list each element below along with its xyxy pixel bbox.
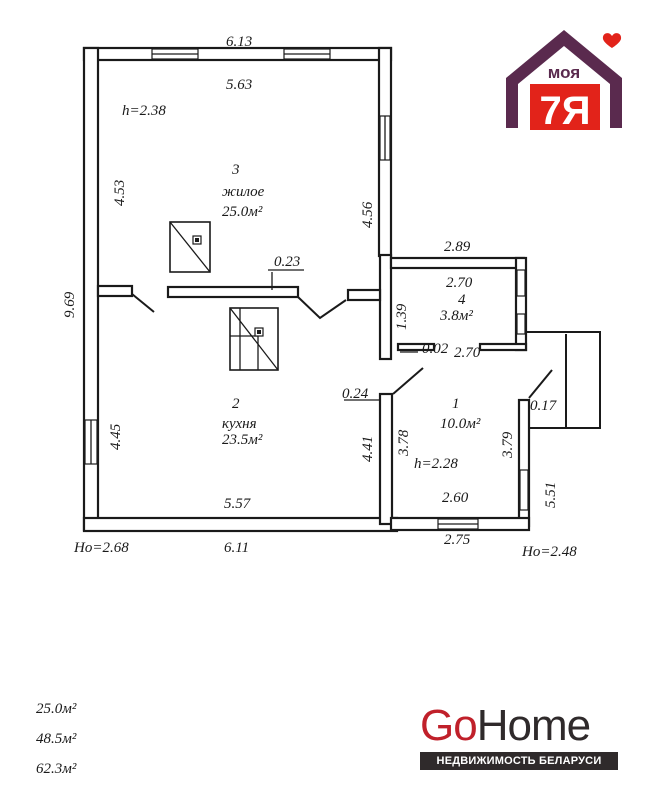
dim-room1-left: 3.78 <box>396 429 412 457</box>
dim-annex-right-outer: 5.51 <box>543 482 559 508</box>
total-main: 48.5м² <box>36 731 77 747</box>
dim-annex-bottom-outer: 2.75 <box>444 532 471 548</box>
room-area: 23.5м² <box>222 432 263 448</box>
dim-annex-top-inner: 2.70 <box>446 275 473 291</box>
room-number: 3 <box>231 162 240 178</box>
dim-annex-top-outer: 2.89 <box>444 239 471 255</box>
gohome-tagline: НЕДВИЖИМОСТЬ БЕЛАРУСИ <box>420 752 618 770</box>
door-swings <box>131 293 553 399</box>
dim-door-gap: 0.17 <box>530 398 558 414</box>
room-area: 25.0м² <box>222 204 263 220</box>
dim-room1-bottom: 2.60 <box>442 490 469 506</box>
stove-icon <box>169 221 211 273</box>
room-name: жилое <box>222 184 265 200</box>
room-labels: 3 жилое 25.0м² 2 кухня 23.5м² 4 3.8м² 1 … <box>222 162 481 448</box>
dim-top-inner: 5.63 <box>226 77 252 93</box>
gohome-wordmark: GoHome <box>420 704 618 748</box>
room-area: 3.8м² <box>439 308 473 324</box>
dim-room1-right: 3.79 <box>500 431 516 459</box>
dim-room3-right: 4.56 <box>360 201 376 228</box>
ground-level-left: Ho=2.68 <box>73 540 129 556</box>
porch <box>526 331 601 429</box>
dim-left-room3: 4.53 <box>112 180 128 206</box>
dim-partition: 0.23 <box>274 254 300 270</box>
area-totals: 25.0м² 48.5м² 62.3м² <box>36 694 76 784</box>
stove-icon <box>229 307 279 371</box>
gohome-go: Go <box>420 701 478 750</box>
total-overall: 62.3м² <box>36 761 77 777</box>
dimension-labels: 6.13 5.63 h=2.38 4.53 9.69 4.56 0.23 2.8… <box>62 34 577 560</box>
leader-lines <box>268 269 418 401</box>
dim-left-total: 9.69 <box>62 291 78 318</box>
gohome-home: Home <box>476 701 591 750</box>
moya-logo: моя 7Я <box>500 24 628 136</box>
ground-level-right: Ho=2.48 <box>521 544 577 560</box>
gohome-logo: GoHome НЕДВИЖИМОСТЬ БЕЛАРУСИ <box>420 704 618 770</box>
dim-room2-bottom: 5.57 <box>224 496 252 512</box>
dim-room2-right: 4.41 <box>360 436 376 462</box>
walls <box>82 46 531 533</box>
dim-bottom-outer: 6.11 <box>224 540 249 556</box>
svg-text:моя: моя <box>548 63 580 82</box>
room-number: 4 <box>458 292 466 308</box>
room-name: кухня <box>222 416 257 432</box>
room-number: 1 <box>452 396 460 412</box>
dim-top-outer: 6.13 <box>226 34 252 50</box>
windows <box>84 48 529 530</box>
ceiling-height-annex: h=2.28 <box>414 456 458 472</box>
dim-wall-gap: 0.02 <box>422 341 449 357</box>
dim-room1-mid: 2.70 <box>454 345 481 361</box>
svg-text:7Я: 7Я <box>540 89 591 133</box>
dim-wall-thickness: 0.24 <box>342 386 369 402</box>
dim-room4-right: 1.39 <box>394 303 410 330</box>
ceiling-height-main: h=2.38 <box>122 103 166 119</box>
room-number: 2 <box>232 396 240 412</box>
room-area: 10.0м² <box>440 416 481 432</box>
dim-left-room2: 4.45 <box>108 423 124 450</box>
total-living: 25.0м² <box>36 701 77 717</box>
